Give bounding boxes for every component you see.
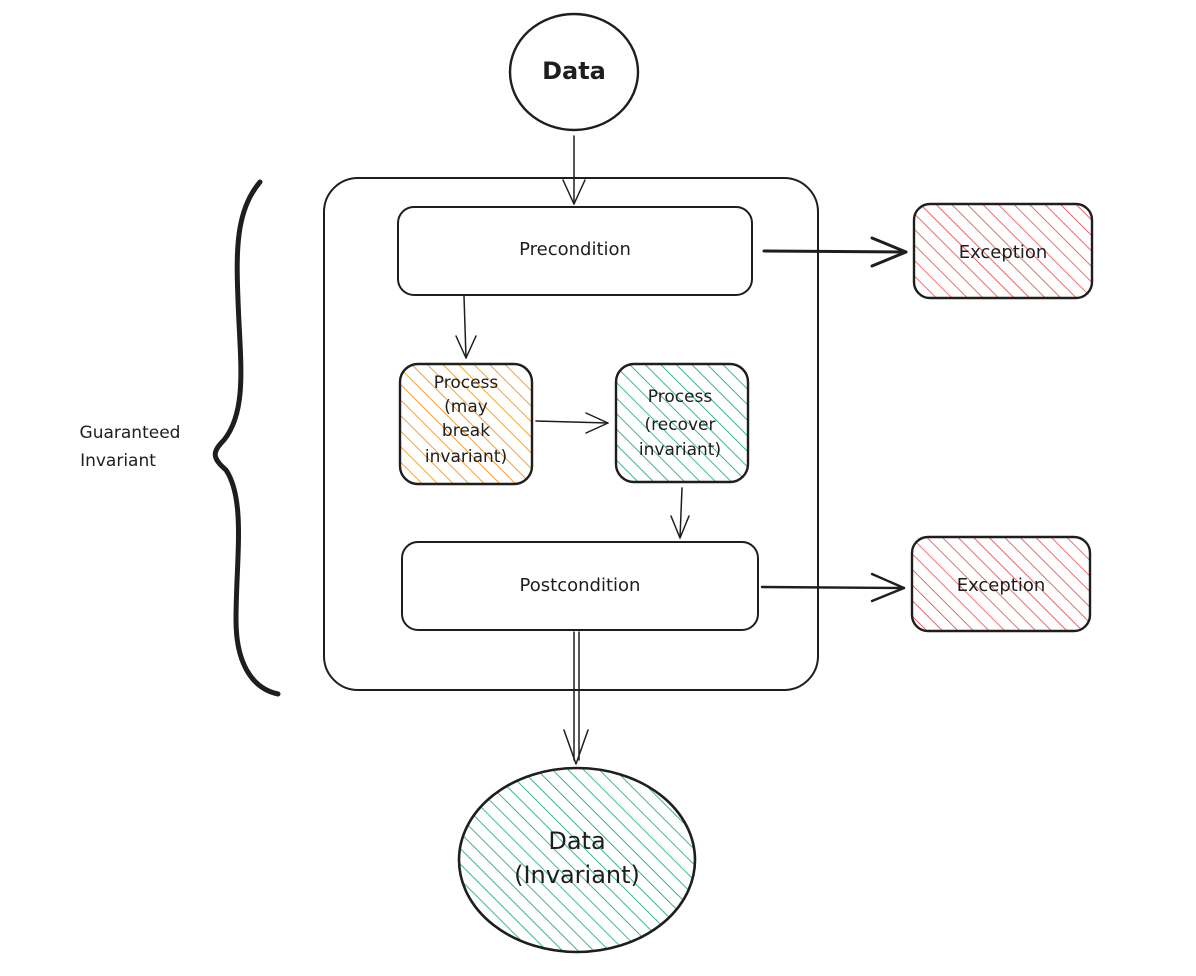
invariant-brace-icon xyxy=(212,179,281,697)
exception-pre-node: Exception xyxy=(912,202,1094,300)
postcondition-node: Postcondition xyxy=(401,541,759,631)
process-recover-node: Process (recover invariant) xyxy=(614,362,750,484)
process-break-line-2: (may xyxy=(444,397,488,417)
process-recover-line-3: invariant) xyxy=(639,440,721,460)
data-output-line-1: Data xyxy=(548,827,605,855)
data-input-node: Data xyxy=(508,12,640,132)
process-recover-line-1: Process xyxy=(648,387,713,407)
exception-post-node: Exception xyxy=(910,535,1092,633)
arrow-precondition-to-process-break xyxy=(455,295,477,359)
exception-post-label: Exception xyxy=(957,575,1046,596)
precondition-label: Precondition xyxy=(519,239,631,260)
brace-label-line-1: Guaranteed xyxy=(80,423,181,443)
precondition-node: Precondition xyxy=(397,206,753,296)
process-break-line-1: Process xyxy=(434,373,499,393)
data-output-line-2: (Invariant) xyxy=(514,861,640,889)
arrow-data-to-precondition xyxy=(562,135,586,205)
process-recover-line-2: (recover xyxy=(645,415,716,435)
arrow-process-break-to-recover xyxy=(535,412,609,434)
process-break-line-4: invariant) xyxy=(425,447,507,467)
exception-pre-label: Exception xyxy=(959,242,1048,263)
arrow-postcondition-to-data-output xyxy=(563,631,589,765)
data-input-label: Data xyxy=(542,57,606,85)
process-break-node: Process (may break invariant) xyxy=(398,362,534,486)
arrow-precondition-to-exception xyxy=(762,236,908,268)
brace-label-line-2: Invariant xyxy=(80,451,156,471)
arrow-postcondition-to-exception xyxy=(760,572,906,603)
data-output-node: Data (Invariant) xyxy=(457,766,697,954)
function-container xyxy=(323,177,819,691)
process-break-line-3: break xyxy=(442,421,490,441)
arrow-process-recover-to-postcondition xyxy=(670,487,690,539)
postcondition-label: Postcondition xyxy=(520,575,641,596)
